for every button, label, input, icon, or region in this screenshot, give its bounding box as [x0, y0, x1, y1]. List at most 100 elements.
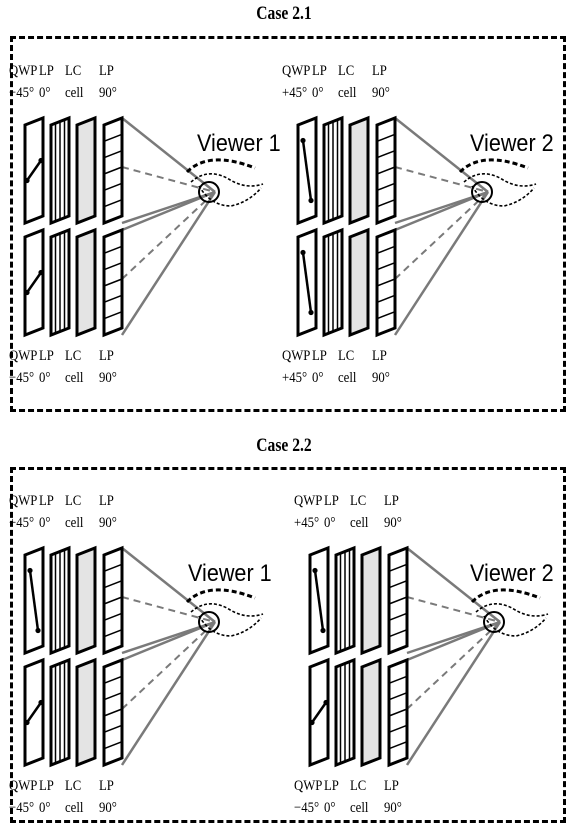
eye-icon [185, 588, 264, 637]
component-name: LP [312, 63, 327, 79]
component-setting: +45° [282, 85, 308, 101]
case-2-1-viewer-1-label: Viewer 1 [197, 130, 281, 157]
component-name: QWP [9, 493, 38, 509]
lp90-plate-stripe [103, 294, 123, 304]
lp90-plate-stripe [103, 261, 123, 271]
component-setting: cell [65, 85, 84, 101]
eyebrow [185, 588, 256, 604]
ray [406, 547, 501, 623]
component-label: QWP−45° [294, 775, 322, 819]
lower-lid [198, 185, 262, 207]
component-name: QWP [282, 348, 311, 364]
lp90-plate-stripe [388, 596, 408, 605]
component-setting: 90° [99, 515, 117, 531]
ray [393, 191, 490, 336]
double-arrow-icon [25, 271, 43, 294]
component-name: LP [99, 63, 114, 79]
component-setting: cell [65, 370, 84, 386]
case-2-optics [23, 545, 549, 768]
component-name: QWP [294, 493, 323, 509]
arrow-head [312, 567, 318, 574]
lp90-plate-stripe [376, 294, 396, 304]
lc-plate [75, 545, 97, 656]
case-2-2-title: Case 2.2 [256, 435, 312, 456]
component-setting: 0° [39, 800, 51, 816]
ray [121, 547, 216, 623]
component-name: LP [372, 63, 387, 79]
pupil [198, 181, 220, 203]
case-1-optics [23, 115, 537, 338]
lower-lid [198, 615, 262, 637]
ray [120, 621, 217, 766]
lp90-plate-stripe [388, 675, 408, 685]
lc-plate [75, 227, 97, 338]
lp90-plate-stripe [376, 310, 396, 320]
component-setting: 90° [99, 85, 117, 101]
pupil [198, 611, 220, 633]
lc-plate [75, 657, 97, 768]
component-label: QWP+45° [282, 60, 310, 104]
arrow-head [27, 567, 33, 574]
arrow-head [308, 309, 314, 316]
component-setting: +45° [294, 515, 320, 531]
component-name: LP [39, 493, 54, 509]
component-setting: 90° [99, 800, 117, 816]
component-label: QWP−45° [9, 345, 37, 389]
double-arrow-icon [313, 570, 325, 631]
lp90-plate-stripe [103, 166, 123, 175]
double-arrow-icon [310, 701, 328, 724]
ray [121, 190, 216, 232]
double-arrow-icon [301, 252, 313, 313]
component-setting: 0° [312, 85, 324, 101]
component-setting: 90° [384, 515, 402, 531]
arrow-head [35, 627, 41, 634]
lp90-plate-stripe [388, 579, 408, 589]
lp90-plate-stripe [376, 245, 396, 255]
lp90-plate-stripe [388, 628, 408, 638]
component-name: QWP [9, 778, 38, 794]
lc-plate [360, 657, 382, 768]
component-name: LP [99, 348, 114, 364]
case-2-1-frame [10, 36, 566, 412]
lp90-plate-stripe [103, 691, 123, 701]
lp90-plate-stripe [103, 708, 123, 717]
arrow-head [300, 249, 306, 256]
lp90-plate-stripe [388, 612, 408, 622]
arrow-head [300, 137, 306, 144]
lp90-plate-stripe [376, 198, 396, 208]
lp90-plate-stripe [388, 563, 408, 573]
component-label: LP 0° [312, 60, 327, 104]
lp90-plate-stripe [388, 740, 408, 750]
component-name: LC [65, 778, 82, 794]
component-name: LC [65, 493, 82, 509]
component-name: LC [65, 348, 82, 364]
component-label: LC cell [65, 345, 83, 389]
lp90-plate-stripe [376, 261, 396, 271]
case-2-1-title: Case 2.1 [256, 3, 312, 24]
component-setting: −45° [9, 85, 35, 101]
lp90-plate-stripe [103, 579, 123, 589]
arrow-head [38, 157, 44, 164]
lp90-plate-stripe [388, 708, 408, 717]
component-setting: 0° [312, 370, 324, 386]
lp90-plate-stripe [103, 563, 123, 573]
component-label: QWP−45° [9, 775, 37, 819]
case-2-2-viewer-2-label: Viewer 2 [470, 560, 554, 587]
double-arrow-icon [25, 159, 43, 182]
arrow-head [320, 627, 326, 634]
lp90-plate-stripe [376, 133, 396, 143]
component-label: QWP +45° [294, 490, 322, 534]
component-name: LP [39, 778, 54, 794]
lower-lid [471, 185, 535, 207]
ray [121, 620, 216, 662]
lp90-plate-stripe [103, 612, 123, 622]
lp90-plate-stripe [376, 278, 396, 287]
component-setting: 90° [384, 800, 402, 816]
lp90-plate-stripe [103, 675, 123, 685]
